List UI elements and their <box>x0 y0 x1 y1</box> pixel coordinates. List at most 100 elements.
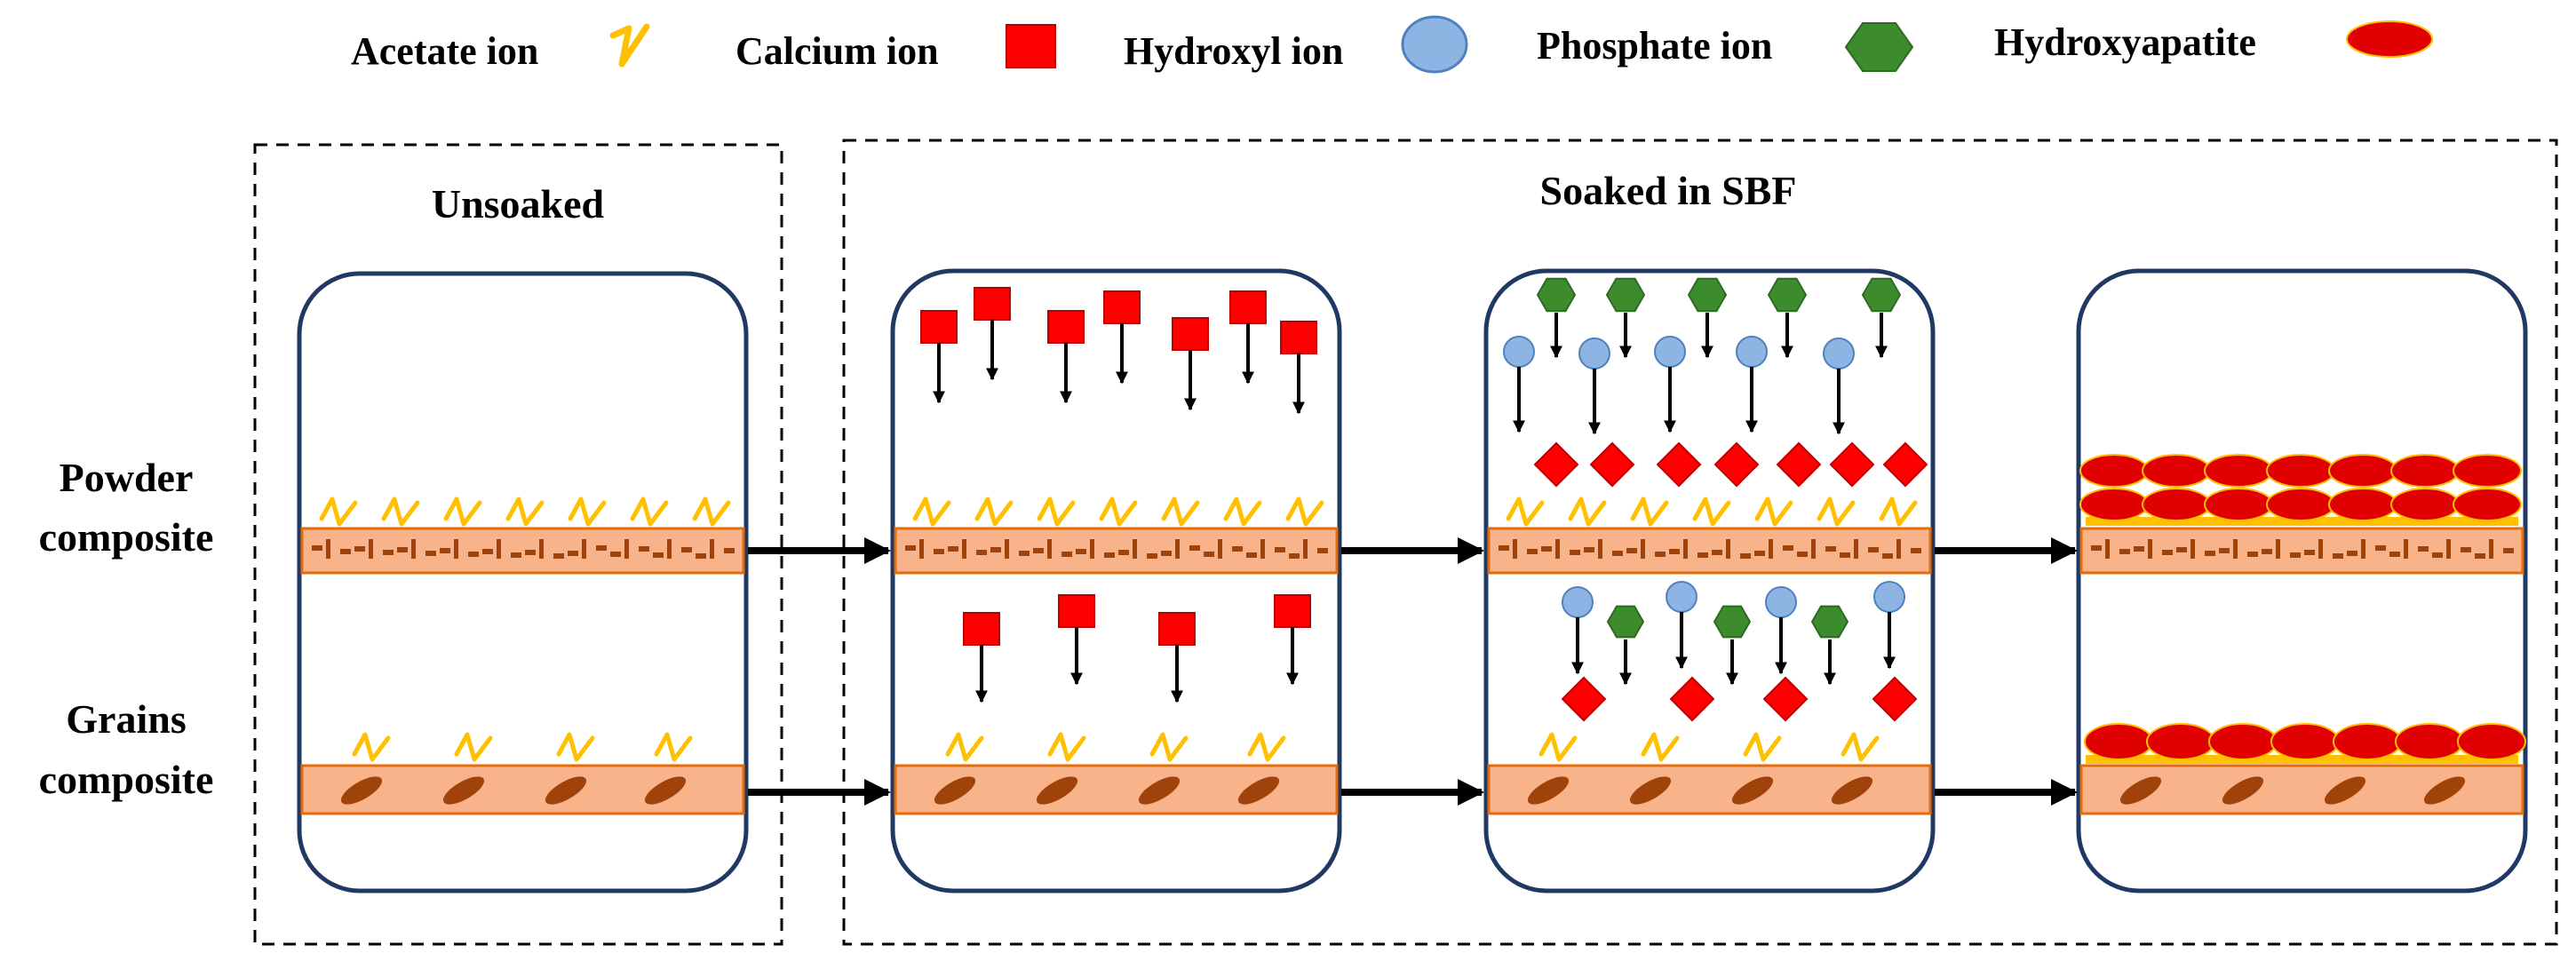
powder-particle <box>2404 539 2408 559</box>
hydroxyapatite-crystal <box>2204 488 2273 521</box>
acetate-ion <box>1047 732 1086 762</box>
powder-particle <box>681 547 692 552</box>
acetate-ion <box>1506 496 1545 527</box>
grain-particle <box>644 776 687 805</box>
panel-unsoaked <box>297 271 749 894</box>
acetate-ion <box>568 496 607 527</box>
grain-particle <box>1629 776 1672 805</box>
acetate-ion <box>319 496 358 527</box>
hydroxyapatite-crystal <box>2395 723 2464 760</box>
hydroxyapatite-crystal <box>2079 488 2149 521</box>
legend-phosphate-label: Phosphate ion <box>1537 24 1772 68</box>
powder-particle <box>2205 551 2215 556</box>
acetate-ion <box>1641 732 1680 762</box>
hydroxyl-ion <box>1562 586 1594 618</box>
powder-particle <box>2446 539 2451 559</box>
powder-particle <box>1076 549 1086 554</box>
grain-particle <box>442 776 485 805</box>
legend: Acetate ion Calcium ion Hydroxyl ion Pho… <box>351 15 2433 74</box>
powder-composite-band <box>1487 527 1932 575</box>
powder-particle <box>582 539 586 559</box>
calcium-ion <box>1047 310 1085 344</box>
powder-particle <box>1260 539 1265 559</box>
acetate-ion <box>1285 496 1324 527</box>
acetate-ion <box>352 732 391 762</box>
powder-particle <box>596 545 607 551</box>
powder-particle <box>710 539 714 559</box>
powder-particle <box>454 539 458 559</box>
powder-particle <box>1161 551 1172 556</box>
powder-particle <box>1133 539 1137 559</box>
powder-particle <box>2432 552 2443 558</box>
acetate-ion-legend-icon <box>609 23 650 68</box>
calcium-ion <box>1172 317 1209 351</box>
calcium-ion-bound <box>1776 441 1822 488</box>
grain-particle <box>1237 776 1280 805</box>
powder-particle <box>1175 539 1180 559</box>
powder-particle <box>1189 545 1200 551</box>
powder-particle <box>696 553 706 559</box>
powder-particle <box>2134 546 2144 552</box>
powder-particle <box>610 552 621 557</box>
acetate-ion <box>1743 732 1782 762</box>
powder-particle <box>1033 548 1044 553</box>
powder-particle <box>905 545 916 551</box>
acetate-ion <box>1037 496 1076 527</box>
powder-particle <box>1669 549 1680 554</box>
powder-particle <box>1303 539 1308 559</box>
acetate-ion <box>1161 496 1200 527</box>
powder-particle <box>2091 545 2102 551</box>
powder-particle <box>568 551 578 556</box>
powder-particle <box>919 539 924 559</box>
powder-particle <box>2233 539 2238 559</box>
calcium-ion-bound <box>1561 676 1607 722</box>
phosphate-ion-legend-icon <box>1844 22 1914 72</box>
powder-particle <box>990 547 1001 552</box>
acetate-ion <box>1538 732 1578 762</box>
hydroxyapatite-crystal <box>2390 454 2460 488</box>
hydroxyl-ion <box>1823 338 1855 369</box>
powder-particle <box>1570 550 1580 555</box>
powder-particle <box>1825 546 1836 552</box>
powder-particle <box>2148 539 2152 559</box>
grain-particle <box>2324 776 2366 805</box>
acetate-ion <box>974 496 1014 527</box>
calcium-ion-bound <box>1872 676 1918 722</box>
powder-particle <box>2361 539 2365 559</box>
hydroxyapatite-crystal <box>2390 488 2460 521</box>
acetate-ion <box>454 732 493 762</box>
calcium-ion <box>1158 612 1196 646</box>
acetate-ion <box>1841 732 1880 762</box>
powder-particle <box>1882 553 1893 559</box>
powder-particle <box>2276 539 2280 559</box>
hydroxyapatite-legend-icon <box>2346 20 2433 58</box>
powder-particle <box>2318 539 2323 559</box>
powder-particle <box>553 553 564 559</box>
grains-row-label-line2: composite <box>39 757 214 802</box>
powder-particle <box>2219 548 2230 553</box>
calcium-ion <box>974 287 1011 321</box>
phosphate-ion <box>1861 277 1902 313</box>
powder-particle <box>525 550 536 555</box>
calcium-ion-legend-icon <box>1006 24 1056 68</box>
powder-particle <box>2162 550 2173 555</box>
powder-particle <box>1641 539 1645 559</box>
powder-particle <box>511 552 521 558</box>
powder-particle <box>425 551 436 556</box>
grain-particle <box>340 776 383 805</box>
powder-particle <box>1783 545 1793 551</box>
hydroxyl-ion <box>1503 336 1535 368</box>
powder-particle <box>1797 552 1808 557</box>
grain-particle <box>1036 776 1078 805</box>
legend-acetate-label: Acetate ion <box>351 29 538 73</box>
hydroxyapatite-crystal <box>2204 454 2273 488</box>
powder-particle <box>1626 548 1637 553</box>
phosphate-ion <box>1687 277 1728 313</box>
powder-particle <box>1061 552 1072 557</box>
acetate-ion <box>381 496 420 527</box>
hydroxyapatite-crystal <box>2328 454 2397 488</box>
powder-row-label-line1: Powder <box>60 455 194 500</box>
acetate-ion <box>1099 496 1138 527</box>
powder-particle <box>1499 545 1509 551</box>
